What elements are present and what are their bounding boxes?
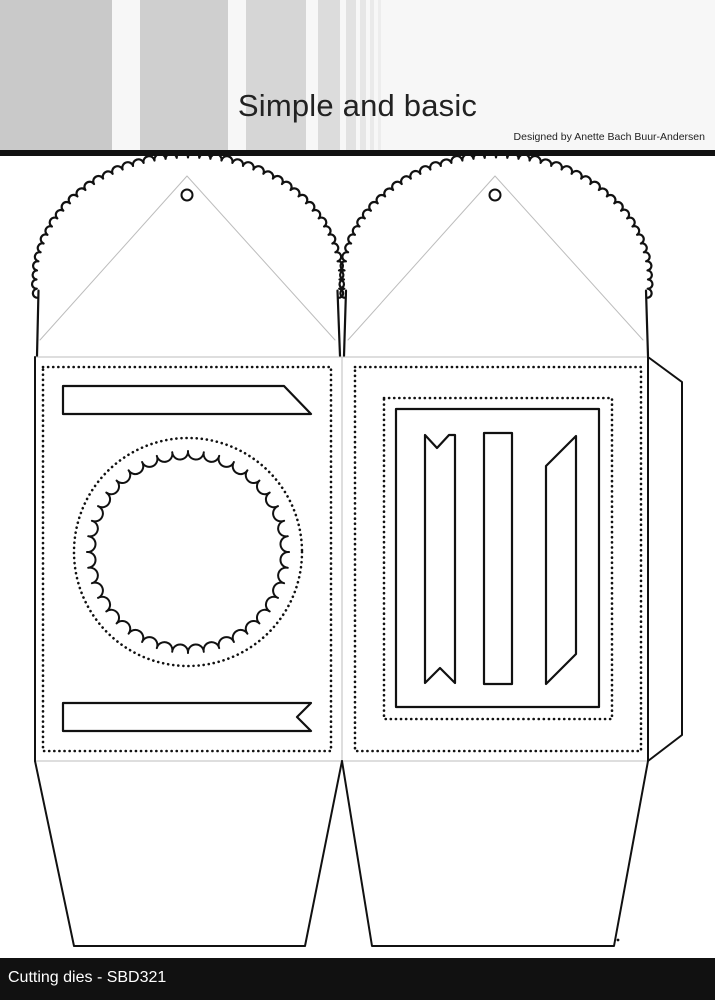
right-bottom-flap — [341, 760, 649, 947]
right-panel-dotted-frame-inner — [382, 396, 614, 721]
left-dotted-circle — [72, 436, 304, 668]
product-code: Cutting dies - SBD321 — [8, 969, 167, 986]
right-tag-angled — [544, 434, 578, 686]
designer-credit: Designed by Anette Bach Buur-Andersen — [513, 131, 705, 143]
right-panel-dotted-frame-outer — [353, 365, 643, 753]
box-body-outline — [34, 356, 683, 762]
right-tag-notched — [423, 433, 457, 685]
left-hang-hole — [180, 188, 194, 202]
footer-bar: Cutting dies - SBD321 — [0, 958, 715, 1000]
registration-dot — [616, 938, 620, 942]
left-lid-fold-line — [39, 175, 336, 341]
header-divider — [0, 150, 715, 156]
right-tag-plain — [482, 431, 514, 686]
left-scalloped-circle — [86, 450, 290, 654]
right-panel-window — [394, 407, 601, 709]
left-bottom-flap — [34, 760, 343, 947]
die-artwork — [30, 156, 683, 947]
header-stripes — [0, 0, 715, 150]
right-scalloped-lid — [338, 156, 654, 358]
brand-title: Simple and basic — [237, 88, 478, 123]
left-scalloped-lid — [30, 156, 346, 358]
right-lid-fold-line — [347, 175, 644, 341]
left-top-banner — [61, 384, 313, 416]
right-hang-hole — [488, 188, 502, 202]
left-bottom-banner — [61, 701, 313, 733]
left-panel-dotted-frame — [41, 365, 333, 753]
